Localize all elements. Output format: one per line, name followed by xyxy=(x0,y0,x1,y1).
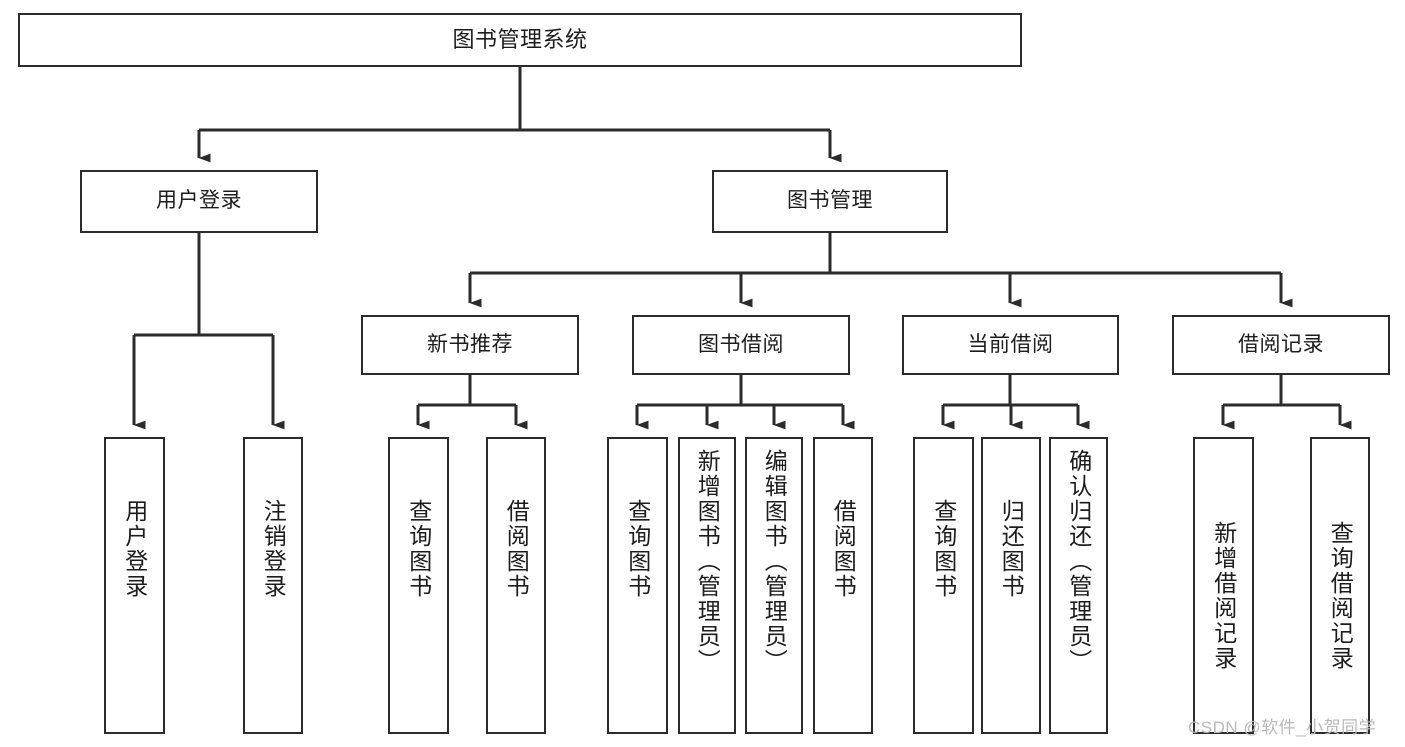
node-leaf-add-borrow-record-label: 新增借阅记录 xyxy=(1210,521,1237,671)
node-leaf-user-login-label: 用户登录 xyxy=(121,499,148,599)
node-book-borrow-label: 图书借阅 xyxy=(698,332,784,356)
node-root-label: 图书管理系统 xyxy=(452,27,588,53)
node-leaf-add-book-label: 新增图书（管理员） xyxy=(694,449,721,674)
node-user-login[interactable]: 用户登录 xyxy=(80,170,318,233)
node-leaf-borrow-book-label: 借阅图书 xyxy=(830,499,857,599)
node-leaf-return-book-label: 归还图书 xyxy=(998,499,1025,599)
node-leaf-confirm-return[interactable]: 确认归还（管理员） xyxy=(1049,437,1108,734)
node-leaf-query-book-cur-label: 查询图书 xyxy=(930,499,957,599)
node-leaf-query-book-rec[interactable]: 查询图书 xyxy=(388,437,449,734)
node-leaf-confirm-return-label: 确认归还（管理员） xyxy=(1065,449,1092,674)
node-current-borrow[interactable]: 当前借阅 xyxy=(902,315,1119,375)
node-leaf-borrow-book[interactable]: 借阅图书 xyxy=(813,437,873,734)
node-root[interactable]: 图书管理系统 xyxy=(18,13,1022,67)
node-leaf-logout-label: 注销登录 xyxy=(260,499,287,599)
node-leaf-add-borrow-record[interactable]: 新增借阅记录 xyxy=(1193,437,1254,734)
node-borrow-record[interactable]: 借阅记录 xyxy=(1172,315,1390,375)
node-leaf-logout[interactable]: 注销登录 xyxy=(243,437,303,734)
node-leaf-query-book-rec-label: 查询图书 xyxy=(405,499,432,599)
node-book-manage-label: 图书管理 xyxy=(787,189,873,213)
node-new-book-rec[interactable]: 新书推荐 xyxy=(361,315,579,375)
node-leaf-borrow-book-rec-label: 借阅图书 xyxy=(503,499,530,599)
node-borrow-record-label: 借阅记录 xyxy=(1238,332,1324,356)
node-user-login-label: 用户登录 xyxy=(156,189,242,213)
node-leaf-query-borrow-record[interactable]: 查询借阅记录 xyxy=(1310,437,1370,734)
node-current-borrow-label: 当前借阅 xyxy=(967,332,1054,356)
node-leaf-user-login[interactable]: 用户登录 xyxy=(104,437,165,734)
node-leaf-edit-book-label: 编辑图书（管理员） xyxy=(761,449,788,674)
node-book-manage[interactable]: 图书管理 xyxy=(712,170,948,233)
node-book-borrow[interactable]: 图书借阅 xyxy=(632,315,850,375)
node-leaf-return-book[interactable]: 归还图书 xyxy=(981,437,1041,734)
node-leaf-query-book-borrow[interactable]: 查询图书 xyxy=(607,437,668,734)
node-leaf-add-book[interactable]: 新增图书（管理员） xyxy=(678,437,736,734)
csdn-watermark: CSDN @软件_小贺同学 xyxy=(1188,718,1377,737)
node-leaf-edit-book[interactable]: 编辑图书（管理员） xyxy=(745,437,803,734)
node-new-book-rec-label: 新书推荐 xyxy=(427,332,513,356)
node-leaf-query-book-borrow-label: 查询图书 xyxy=(624,499,651,599)
node-leaf-query-borrow-record-label: 查询借阅记录 xyxy=(1327,521,1354,671)
node-leaf-borrow-book-rec[interactable]: 借阅图书 xyxy=(486,437,546,734)
node-leaf-query-book-cur[interactable]: 查询图书 xyxy=(913,437,974,734)
